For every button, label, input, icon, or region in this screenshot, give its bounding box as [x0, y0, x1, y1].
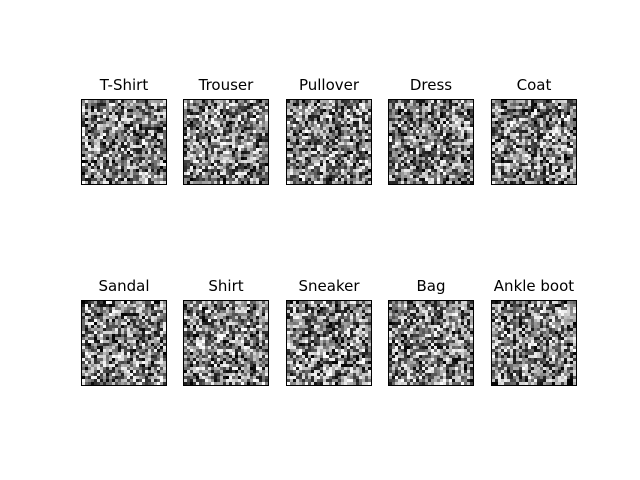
panel-shirt: Shirt — [183, 277, 269, 386]
panel-title: Ankle boot — [493, 277, 575, 295]
noise-image — [388, 300, 474, 386]
panel-t-shirt: T-Shirt — [81, 76, 167, 185]
panel-sandal: Sandal — [81, 277, 167, 386]
panel-pullover: Pullover — [286, 76, 372, 185]
noise-image — [491, 300, 577, 386]
panel-title: Trouser — [198, 76, 254, 94]
panel-title: Sneaker — [298, 277, 360, 295]
noise-image — [81, 99, 167, 185]
panel-ankle-boot: Ankle boot — [491, 277, 577, 386]
panel-title: Bag — [416, 277, 446, 295]
panel-title: Pullover — [298, 76, 360, 94]
panel-title: Coat — [516, 76, 552, 94]
noise-image — [183, 99, 269, 185]
noise-image — [388, 99, 474, 185]
panel-title: T-Shirt — [99, 76, 149, 94]
noise-image — [183, 300, 269, 386]
noise-image — [491, 99, 577, 185]
panel-title: Shirt — [208, 277, 244, 295]
noise-image — [286, 99, 372, 185]
panel-sneaker: Sneaker — [286, 277, 372, 386]
panel-title: Dress — [409, 76, 453, 94]
noise-image — [286, 300, 372, 386]
panel-trouser: Trouser — [183, 76, 269, 185]
panel-title: Sandal — [98, 277, 150, 295]
noise-image — [81, 300, 167, 386]
panel-bag: Bag — [388, 277, 474, 386]
panel-dress: Dress — [388, 76, 474, 185]
panel-coat: Coat — [491, 76, 577, 185]
